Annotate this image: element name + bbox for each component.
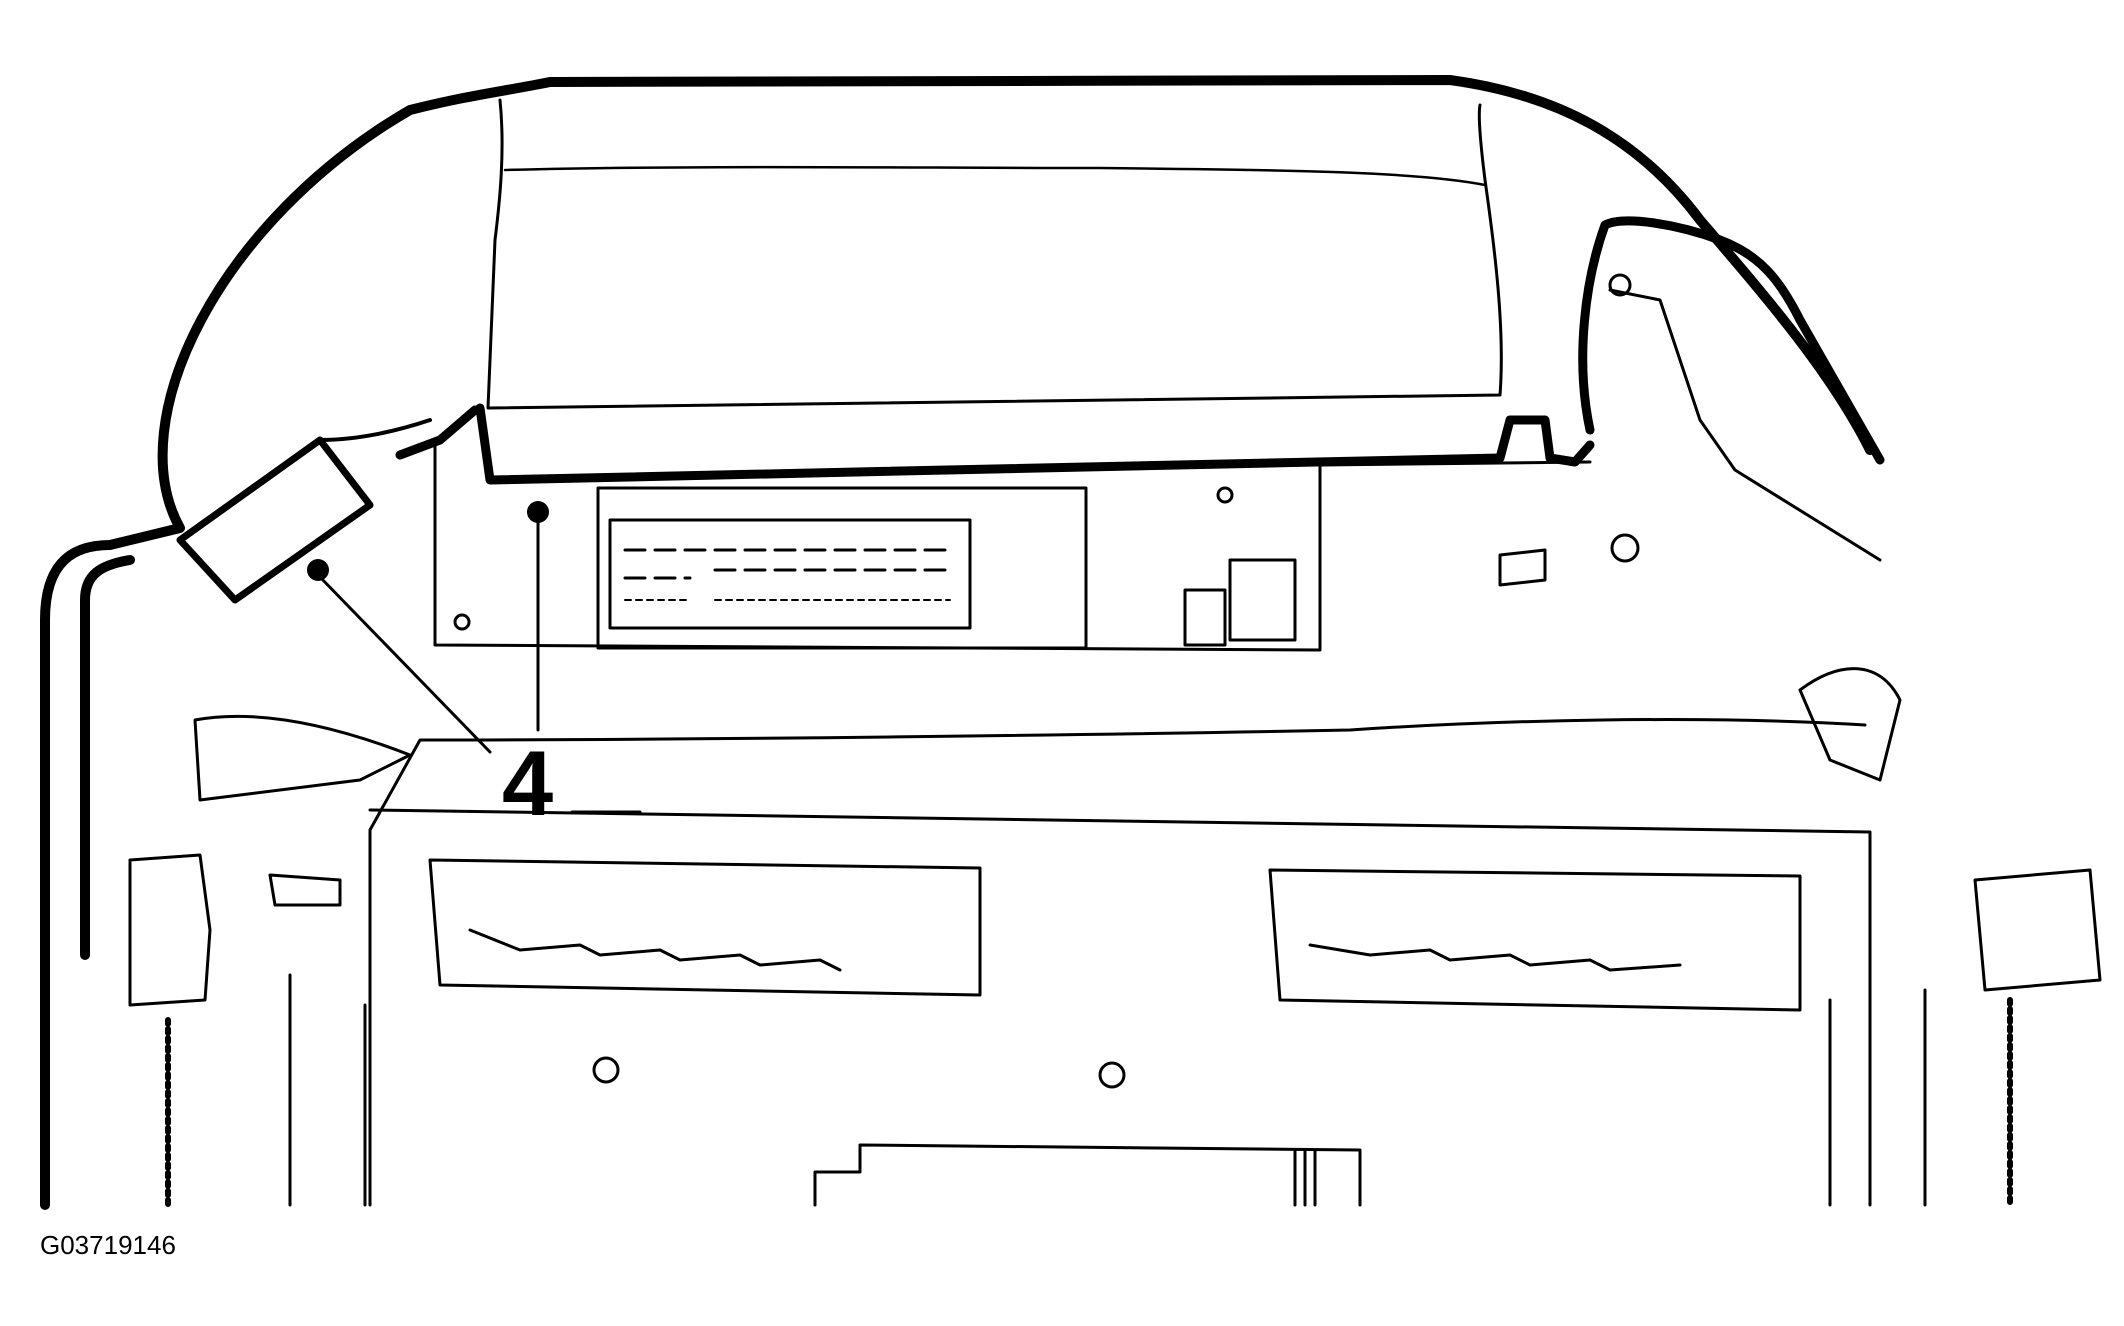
module-tab-small bbox=[1183, 588, 1227, 647]
module-screw-right bbox=[1216, 486, 1234, 504]
seat-frame-inner-left bbox=[80, 555, 135, 960]
frame-hole-right bbox=[1610, 533, 1640, 563]
module-screw-left bbox=[453, 613, 471, 631]
lumbar-rail-right bbox=[1268, 868, 1802, 1012]
right-recliner-housing bbox=[1973, 868, 2102, 992]
frame-tab-right bbox=[1498, 548, 1547, 587]
left-pipe bbox=[193, 714, 412, 802]
right-bracket-hole bbox=[1608, 273, 1632, 297]
module-housing bbox=[433, 438, 1592, 652]
callout-dot-center bbox=[527, 501, 549, 523]
cross-bar-top bbox=[368, 718, 1867, 832]
headrest-cushion-top-seam bbox=[503, 165, 1487, 187]
leader-line-left bbox=[316, 573, 492, 754]
lumbar-rail-left bbox=[428, 858, 982, 997]
module-tab-right bbox=[1228, 558, 1297, 642]
bottom-bracket bbox=[813, 1143, 1362, 1207]
callout-dot-left bbox=[307, 559, 329, 581]
right-pipe bbox=[1798, 667, 1902, 782]
left-wire bbox=[318, 418, 432, 442]
left-recliner-housing bbox=[128, 853, 212, 1007]
module-connector-pins-2 bbox=[623, 568, 952, 580]
lower-screw-left bbox=[592, 1056, 620, 1084]
module-connector-face bbox=[608, 518, 972, 630]
callout-number: 4 bbox=[502, 733, 554, 835]
headrest-cushion bbox=[486, 98, 1503, 410]
bottom-bracket-slots bbox=[1293, 1148, 1317, 1207]
left-recliner-post bbox=[268, 873, 342, 907]
headrest-left-drop bbox=[395, 405, 480, 460]
figure-id: G03719146 bbox=[40, 1230, 176, 1260]
module-connector-body bbox=[596, 486, 1088, 650]
headrest-bottom-edge bbox=[475, 403, 1595, 485]
left-frame-rail bbox=[288, 973, 367, 1207]
right-bracket bbox=[1578, 216, 1885, 465]
lower-screw-right bbox=[1098, 1061, 1126, 1089]
lumbar-rail-left-teeth bbox=[468, 928, 842, 972]
lumbar-rail-right-teeth bbox=[1308, 943, 1682, 972]
right-bracket-detail bbox=[1608, 288, 1882, 562]
right-frame-rail bbox=[1828, 988, 1927, 1207]
cross-bar-bottom bbox=[368, 808, 1872, 1207]
left-bracket bbox=[176, 436, 374, 604]
